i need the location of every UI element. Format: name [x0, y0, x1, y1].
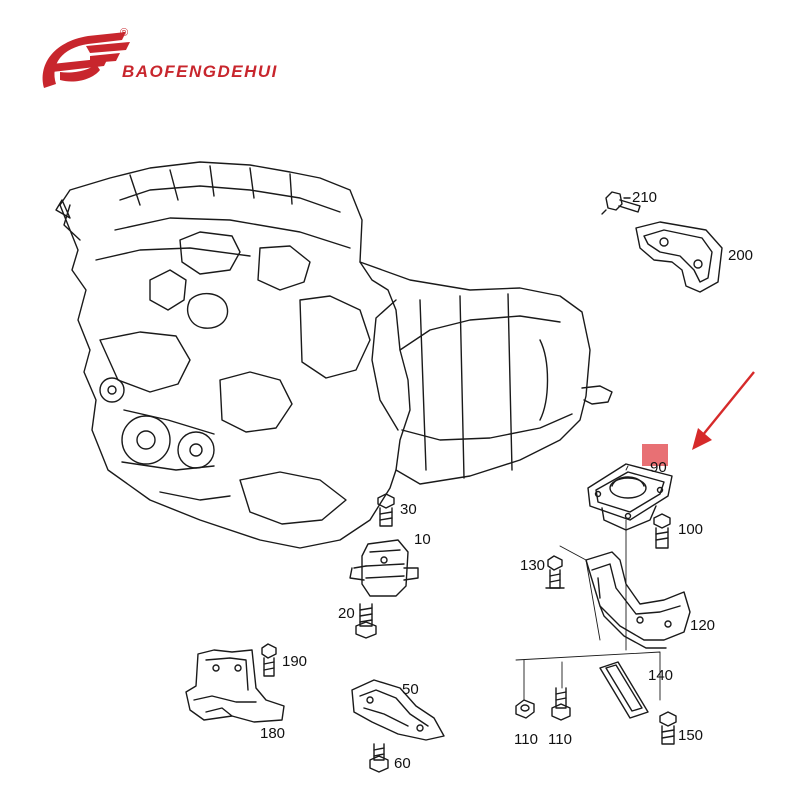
bf-logo-icon: ®	[42, 27, 130, 88]
part-60-bolt	[369, 743, 389, 773]
part-140-plate	[599, 661, 649, 719]
engine-assembly	[55, 161, 411, 549]
brand-name: BAOFENGDEHUI	[122, 62, 278, 81]
callout-60: 60	[394, 755, 411, 772]
part-180-bracket	[185, 649, 285, 723]
callout-110-bolt: 110	[548, 731, 572, 748]
pointer-arrow	[692, 371, 755, 450]
callout-180: 180	[260, 725, 286, 742]
leader-lines	[515, 465, 661, 701]
part-150-bolt	[659, 711, 677, 745]
part-120-crossmember	[585, 551, 691, 649]
callout-130: 130	[520, 557, 546, 574]
callout-210: 210	[632, 189, 658, 206]
part-190-bolt	[261, 643, 277, 677]
registered-mark: ®	[120, 27, 128, 39]
part-100-bolt	[653, 513, 671, 549]
part-30-bolt	[377, 493, 395, 527]
callout-110-nut: 110	[514, 731, 538, 748]
part-10-engine-mount	[349, 539, 419, 597]
callout-10: 10	[414, 531, 431, 548]
callout-190: 190	[282, 653, 308, 670]
part-200-bracket	[635, 221, 723, 293]
transmission-assembly	[359, 261, 613, 485]
callout-200: 200	[728, 247, 754, 264]
callout-100: 100	[678, 521, 704, 538]
logo-mark	[42, 32, 130, 88]
brand-logo: ®	[30, 22, 330, 102]
callout-90: 90	[650, 459, 667, 476]
part-130-bolt	[545, 555, 565, 589]
callout-150: 150	[678, 727, 704, 744]
callout-20: 20	[338, 605, 355, 622]
highlight-marker	[642, 444, 668, 466]
part-90-mount	[587, 463, 673, 531]
part-110-nut	[515, 699, 535, 719]
part-50-heat-shield	[351, 679, 445, 741]
callout-140: 140	[648, 667, 674, 684]
callout-30: 30	[400, 501, 417, 518]
part-210-bolt	[601, 191, 641, 215]
callout-120: 120	[690, 617, 716, 634]
part-20-bolt	[355, 603, 377, 639]
part-110-bolt	[551, 687, 571, 721]
callout-50: 50	[402, 681, 419, 698]
